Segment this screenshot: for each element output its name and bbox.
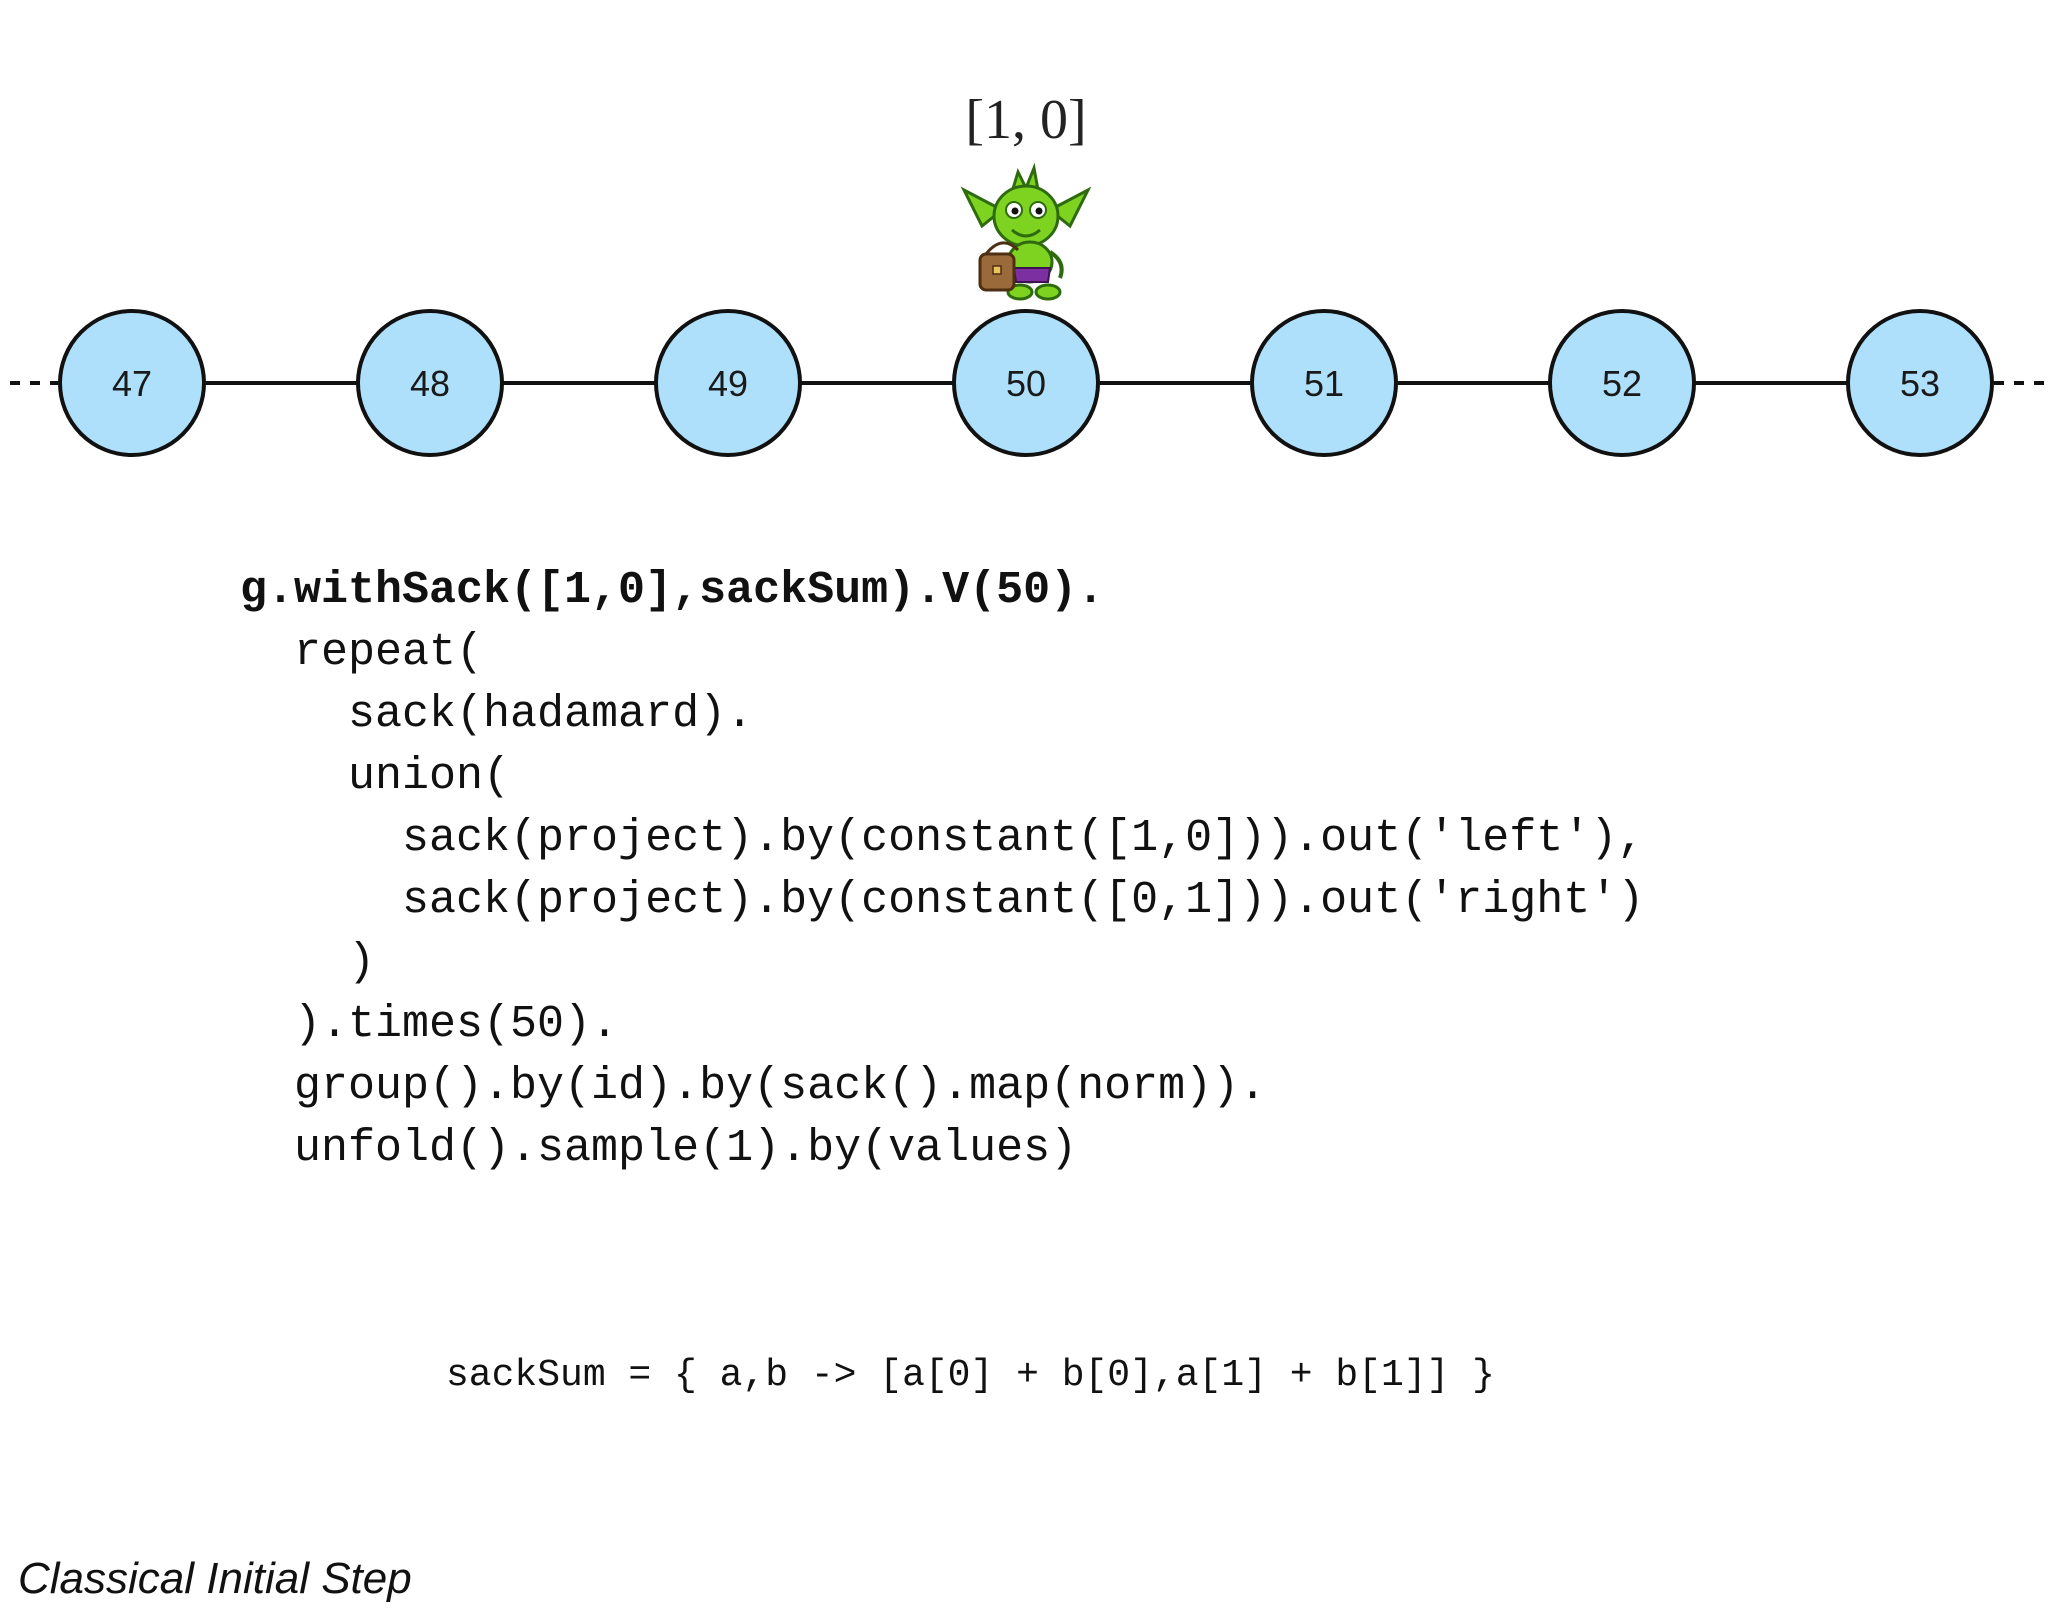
- gremlin-goblin-icon: [960, 162, 1092, 301]
- vertex-label: 47: [112, 363, 152, 404]
- code-line-4: union(: [240, 751, 511, 802]
- vertex-48: 48: [356, 309, 504, 457]
- vertex-label: 53: [1900, 363, 1940, 404]
- code-line-7: ): [240, 937, 376, 988]
- code-line-6: sack(project).by(constant([0,1])).out('r…: [240, 875, 1645, 926]
- code-line-1: g.withSack([1,0],sackSum).V(50).: [240, 565, 1105, 616]
- vertex-label: 51: [1304, 363, 1344, 404]
- slide-caption: Classical Initial Step: [18, 1554, 412, 1603]
- code-line-5: sack(project).by(constant([1,0])).out('l…: [240, 813, 1645, 864]
- code-line-9: group().by(id).by(sack().map(norm)).: [240, 1061, 1267, 1112]
- vertex-label: 48: [410, 363, 450, 404]
- gremlin-traversal-code: g.withSack([1,0],sackSum).V(50). repeat(…: [240, 560, 1940, 1180]
- vertex-52: 52: [1548, 309, 1696, 457]
- sacksum-definition: sackSum = { a,b -> [a[0] + b[0],a[1] + b…: [446, 1354, 1495, 1397]
- code-line-2: repeat(: [240, 627, 484, 678]
- vertex-49: 49: [654, 309, 802, 457]
- vertex-51: 51: [1250, 309, 1398, 457]
- vertex-chain-diagram: 47 48 49 50 51 52 53 [1, 0]: [10, 89, 2044, 457]
- code-line-3: sack(hadamard).: [240, 689, 754, 740]
- vertex-53: 53: [1846, 309, 1994, 457]
- vertex-label: 50: [1006, 363, 1046, 404]
- vertex-50: 50: [952, 309, 1100, 457]
- vertex-label: 52: [1602, 363, 1642, 404]
- code-line-8: ).times(50).: [240, 999, 619, 1050]
- code-line-10: unfold().sample(1).by(values): [240, 1123, 1078, 1174]
- sack-value-label: [1, 0]: [965, 89, 1086, 151]
- vertex-label: 49: [708, 363, 748, 404]
- vertex-47: 47: [58, 309, 206, 457]
